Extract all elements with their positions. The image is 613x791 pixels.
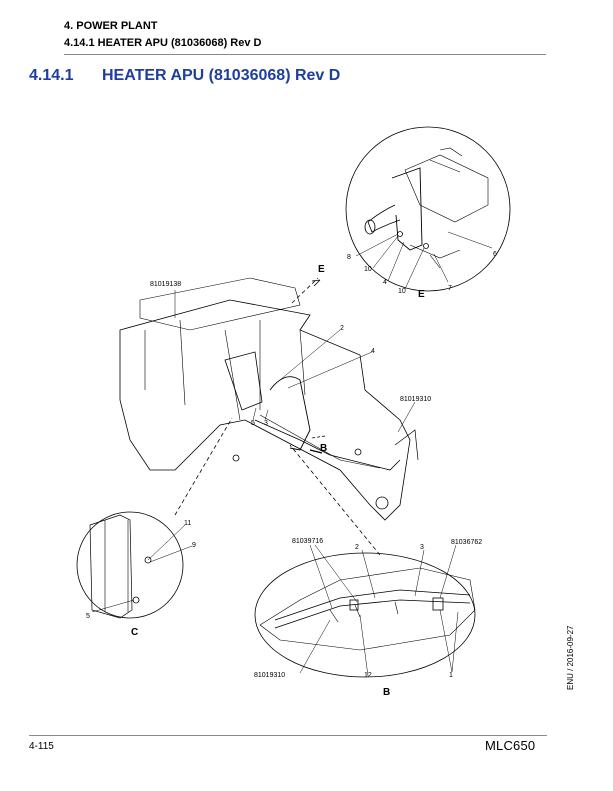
page-title: 4.14.1 HEATER APU (81036068) Rev D (29, 67, 340, 85)
callout-e-main: E (318, 264, 325, 275)
callout-10a: 10 (364, 266, 372, 273)
title-number: 4.14.1 (29, 67, 74, 84)
callout-7: 7 (448, 285, 452, 292)
title-text: HEATER APU (81036068) Rev D (102, 67, 341, 84)
callout-1: 1 (449, 672, 453, 679)
callout-12: 12 (364, 672, 372, 679)
callout-10b: 10 (398, 288, 406, 295)
callout-3-main: 3 (264, 420, 268, 427)
part-number-81039716: 81039716 (292, 538, 323, 545)
callout-c-detail: C (131, 627, 138, 638)
callout-5-main: 5 (251, 420, 255, 427)
page-number: 4-115 (29, 741, 54, 752)
callout-8: 8 (347, 254, 351, 261)
part-number-81019138: 81019138 (150, 281, 181, 288)
footer-divider (29, 735, 547, 736)
callout-6: 6 (493, 251, 497, 258)
part-number-81036762: 81036762 (451, 539, 482, 546)
callout-4-detail-e: 4 (383, 279, 387, 286)
callout-9: 9 (192, 542, 196, 549)
subsection-heading: 4.14.1 HEATER APU (81036068) Rev D (64, 37, 262, 49)
callout-3-detail-b: 3 (420, 544, 424, 551)
callout-2-detail-b: 2 (355, 544, 359, 551)
detail-c-circle (76, 511, 184, 619)
section-heading: 4. POWER PLANT (64, 20, 158, 32)
callout-b-detail: B (383, 687, 390, 698)
detail-b-ellipse (254, 552, 476, 678)
part-number-81019310-bottom: 81019310 (254, 672, 285, 679)
detail-e-circle (345, 126, 511, 292)
callout-b-main: B (320, 443, 327, 454)
part-number-81019310-top: 81019310 (400, 396, 431, 403)
header-divider (64, 54, 546, 55)
callout-5-detail-c: 5 (86, 613, 90, 620)
callout-2-main: 2 (340, 325, 344, 332)
callout-e-detail: E (418, 289, 425, 300)
model-name: MLC650 (485, 738, 536, 753)
callout-11: 11 (184, 520, 191, 527)
revision-date-note: ENU / 2016-09-27 (566, 625, 575, 690)
callout-4-main: 4 (371, 348, 375, 355)
